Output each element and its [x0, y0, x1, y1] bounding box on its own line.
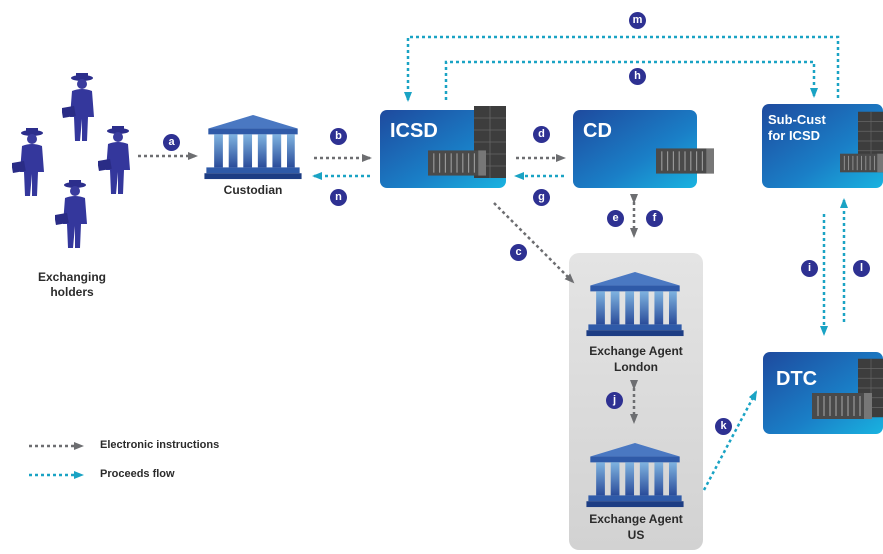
- step-badge-f: f: [646, 210, 663, 227]
- subcust-label-line2: for ICSD: [768, 128, 820, 143]
- custodian-label: Custodian: [223, 183, 283, 197]
- step-badge-h: h: [629, 68, 646, 85]
- icsd-label: ICSD: [390, 120, 438, 142]
- step-badge-j: j: [606, 392, 623, 409]
- dtc-box: [763, 352, 883, 434]
- holders-label-line1: Exchanging: [37, 270, 106, 284]
- step-badge-b: b: [330, 128, 347, 145]
- dtc-label: DTC: [776, 368, 818, 390]
- arrow-k: [702, 390, 758, 491]
- cd-box: [573, 110, 714, 188]
- exchanging-holders-icon: [12, 73, 130, 248]
- step-badge-m: m: [629, 12, 646, 29]
- step-badge-k: k: [715, 418, 732, 435]
- legend-proceeds-label: Proceeds flow: [100, 468, 175, 480]
- subcust-label-line1: Sub-Cust: [768, 112, 826, 127]
- icsd-box: [380, 105, 506, 188]
- agent-us-label-line2: US: [627, 528, 645, 542]
- step-badge-l: l: [853, 260, 870, 277]
- holders-label-line2: holders: [50, 285, 94, 299]
- legend-electronic-label: Electronic instructions: [100, 439, 220, 451]
- arrow-m: [404, 35, 840, 102]
- cd-label: CD: [583, 120, 612, 142]
- step-badge-a: a: [163, 134, 180, 151]
- subcust-box: [762, 104, 883, 188]
- agent-london-label-line2: London: [614, 360, 658, 374]
- arrow-h: [444, 60, 818, 100]
- step-badge-g: g: [533, 189, 550, 206]
- step-badge-d: d: [533, 126, 550, 143]
- step-badge-c: c: [510, 244, 527, 261]
- step-badge-i: i: [801, 260, 818, 277]
- step-badge-e: e: [607, 210, 624, 227]
- arrow-c: [493, 202, 575, 284]
- custodian-bank-icon: [204, 114, 302, 180]
- step-badge-n: n: [330, 189, 347, 206]
- agent-london-label-line1: Exchange Agent: [589, 344, 683, 358]
- server-drawer-icon: [656, 148, 714, 174]
- agent-us-label-line1: Exchange Agent: [589, 512, 683, 526]
